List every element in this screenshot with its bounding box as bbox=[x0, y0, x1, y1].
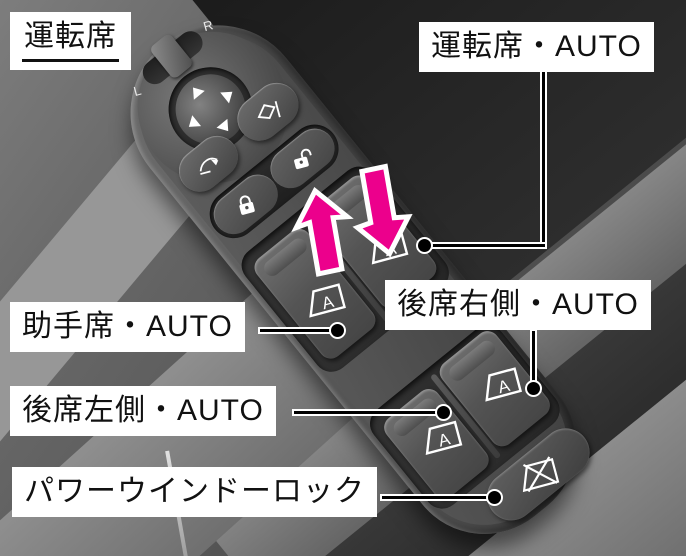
mirror-tilt-button bbox=[170, 127, 247, 201]
label-rear-left-auto: 後席左側・AUTO bbox=[10, 386, 276, 436]
callout-dot-rear-right-auto bbox=[524, 379, 542, 397]
leader-line-power-window-lock bbox=[382, 495, 494, 499]
window-auto-icon-rear-left: A bbox=[425, 420, 463, 456]
leader-line-passenger-auto bbox=[260, 328, 337, 332]
callout-dot-passenger-auto bbox=[328, 321, 346, 339]
door-unlock-button bbox=[262, 120, 343, 197]
lock-icon bbox=[239, 195, 255, 215]
leader-line-rear-left-auto bbox=[294, 410, 443, 414]
unlock-icon bbox=[293, 148, 312, 169]
rear-window-switch-bank: A A bbox=[362, 317, 567, 516]
rear-left-window-switch: A bbox=[379, 384, 494, 504]
power-window-lock-icon bbox=[522, 456, 560, 493]
label-driver-auto: 運転席・AUTO bbox=[419, 22, 654, 72]
mirror-adjust-joystick bbox=[151, 50, 270, 169]
window-down-arrow bbox=[352, 163, 413, 258]
power-window-lock-button bbox=[477, 418, 600, 531]
svg-text:A: A bbox=[436, 429, 453, 450]
window-auto-icon-passenger: A bbox=[309, 283, 346, 318]
callout-dot-rear-left-auto bbox=[434, 403, 452, 421]
door-lock-rocker bbox=[199, 114, 349, 248]
window-operation-arrows bbox=[291, 163, 413, 277]
svg-text:A: A bbox=[496, 376, 513, 397]
label-rear-left-auto-text: 後席左側・AUTO bbox=[22, 394, 264, 427]
label-passenger-auto-text: 助手席・AUTO bbox=[22, 310, 233, 343]
label-rear-right-auto-text: 後席右側・AUTO bbox=[397, 288, 639, 321]
callout-dot-power-window-lock bbox=[485, 488, 503, 506]
mirror-tilt-icon bbox=[199, 157, 219, 175]
leader-line-driver-auto-v bbox=[541, 71, 545, 246]
label-power-window-lock-text: パワーウインドーロック bbox=[24, 475, 365, 508]
mirror-fold-icon bbox=[257, 100, 281, 119]
door-lock-button bbox=[205, 166, 286, 243]
window-switch-panel: L R bbox=[95, 0, 609, 556]
label-driver-auto-text: 運転席・AUTO bbox=[431, 30, 642, 63]
rear-right-window-switch: A bbox=[434, 326, 555, 452]
callout-dot-driver-auto bbox=[415, 236, 433, 254]
label-power-window-lock: パワーウインドーロック bbox=[12, 467, 377, 517]
label-driver-seat: 運転席 bbox=[10, 12, 131, 70]
leader-line-driver-auto-h bbox=[424, 243, 545, 247]
mirror-fold-button bbox=[228, 73, 308, 150]
window-auto-icon-rear-right: A bbox=[485, 367, 523, 402]
label-driver-seat-text: 運転席 bbox=[22, 20, 119, 62]
svg-text:A: A bbox=[320, 292, 337, 313]
label-rear-right-auto: 後席右側・AUTO bbox=[385, 280, 651, 330]
passenger-window-switch: A bbox=[249, 224, 381, 364]
joystick-arrow-icons bbox=[188, 87, 233, 132]
window-up-arrow bbox=[291, 186, 354, 277]
label-passenger-auto: 助手席・AUTO bbox=[10, 302, 245, 352]
leader-line-rear-right-auto bbox=[531, 331, 535, 388]
